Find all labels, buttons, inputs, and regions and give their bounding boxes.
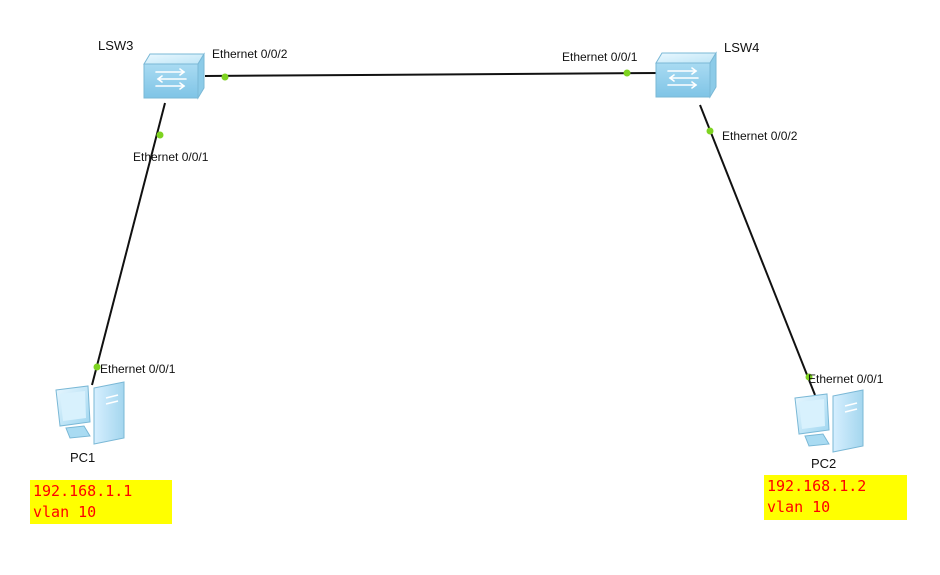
port-dots — [93, 69, 813, 381]
note-pc1-vlan: vlan 10 — [33, 503, 97, 521]
pc-icon — [55, 381, 125, 445]
port-dot-lsw4-e1 — [623, 69, 631, 77]
note-pc1-ip: 192.168.1.1 — [33, 482, 133, 500]
port-label-lsw3-e2: Ethernet 0/0/2 — [212, 47, 288, 61]
note-pc2-vlan: vlan 10 — [767, 498, 831, 516]
pc-pc2[interactable] — [794, 389, 864, 453]
note-pc2-ip: 192.168.1.2 — [767, 477, 867, 495]
note-pc1: 192.168.1.1 vlan 10 — [30, 480, 172, 524]
device-label-pc2: PC2 — [811, 456, 836, 471]
switch-lsw3[interactable] — [143, 52, 205, 100]
switch-lsw4[interactable] — [655, 51, 717, 99]
device-label-pc1: PC1 — [70, 450, 95, 465]
link-lsw3-lsw4[interactable] — [204, 72, 661, 77]
port-dot-lsw3-e1 — [156, 131, 164, 139]
device-label-lsw3: LSW3 — [98, 38, 133, 53]
port-dot-pc2-e1 — [805, 373, 813, 381]
port-label-pc1-e1: Ethernet 0/0/1 — [100, 362, 176, 376]
port-dot-lsw3-e2 — [221, 73, 229, 81]
note-pc2: 192.168.1.2 vlan 10 — [764, 475, 907, 520]
port-dot-pc1-e1 — [93, 363, 101, 371]
pc-icon — [794, 389, 864, 453]
port-label-lsw4-e1: Ethernet 0/0/1 — [562, 50, 638, 64]
switch-icon — [143, 52, 205, 100]
device-label-lsw4: LSW4 — [724, 40, 759, 55]
port-label-pc2-e1: Ethernet 0/0/1 — [808, 372, 884, 386]
port-label-lsw3-e1: Ethernet 0/0/1 — [133, 150, 209, 164]
links — [91, 72, 816, 396]
pc-pc1[interactable] — [55, 381, 125, 445]
link-lsw3-pc1[interactable] — [91, 102, 166, 386]
switch-icon — [655, 51, 717, 99]
link-lsw4-pc2[interactable] — [699, 104, 816, 396]
port-label-lsw4-e2: Ethernet 0/0/2 — [722, 129, 798, 143]
port-dot-lsw4-e2 — [706, 127, 714, 135]
